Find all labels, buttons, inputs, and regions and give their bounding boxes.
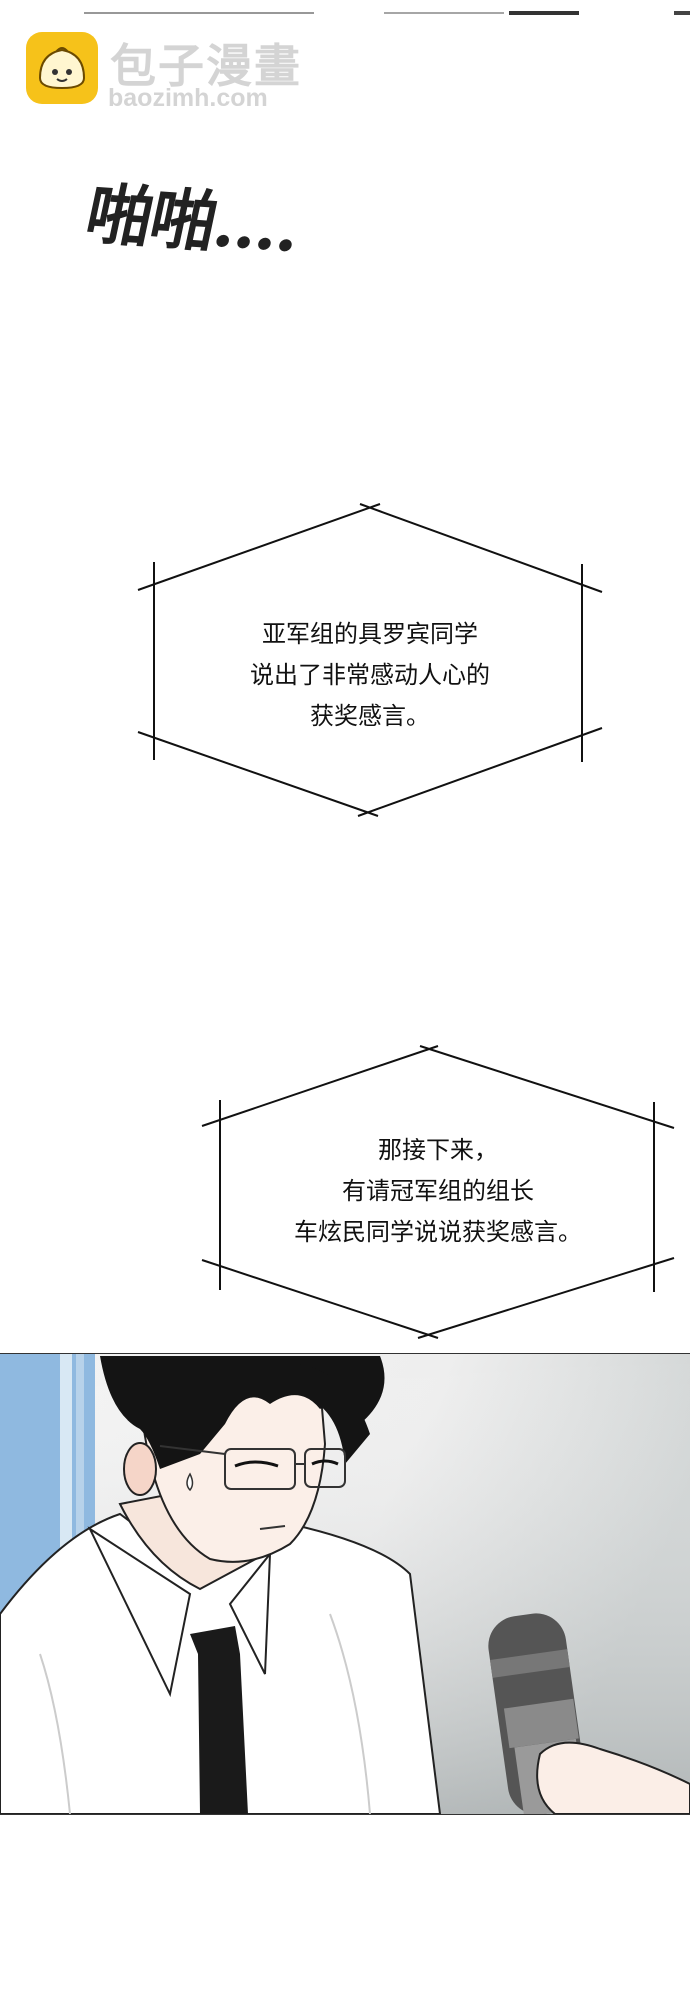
bubble-2-line-2: 有请冠军组的组长	[342, 1177, 534, 1205]
bubble-1-line-3: 获奖感言。	[310, 702, 430, 730]
bubble-2-line-1: 那接下来，	[378, 1136, 498, 1164]
bubble-1-line-1: 亚军组的具罗宾同学	[262, 620, 478, 648]
necktie	[190, 1626, 248, 1814]
speech-bubble-2: 那接下来， 有请冠军组的组长 车炫民同学说说获奖感言。	[198, 1042, 678, 1342]
bubble-1-line-2: 说出了非常感动人心的	[250, 661, 490, 689]
watermark-logo-icon	[26, 32, 98, 104]
speech-bubble-1: 亚军组的具罗宾同学 说出了非常感动人心的 获奖感言。	[130, 500, 610, 820]
hand	[536, 1741, 690, 1814]
bubble-2-line-3: 车炫民同学说说获奖感言。	[294, 1218, 582, 1246]
sound-effect-text: 啪啪....	[79, 175, 307, 267]
watermark-site-name: 包子漫畫	[110, 39, 302, 93]
watermark-site-url: baozimh.com	[108, 84, 268, 112]
comic-panel-interview	[0, 1353, 690, 1815]
glasses	[159, 1445, 346, 1490]
previous-panel-edge	[84, 0, 690, 15]
